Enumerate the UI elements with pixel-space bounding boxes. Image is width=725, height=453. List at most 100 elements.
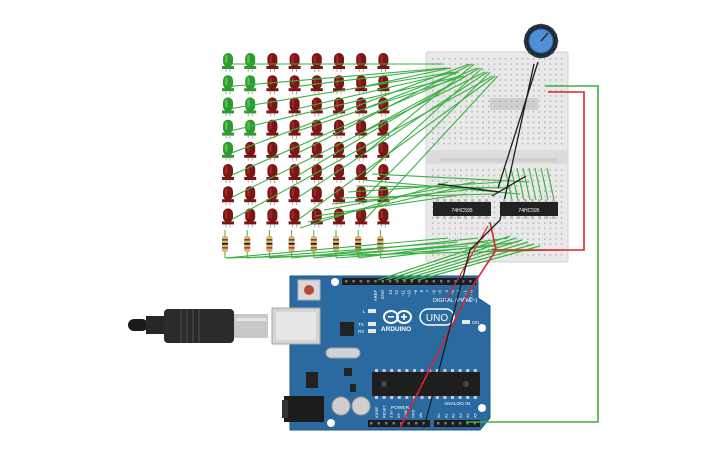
led[interactable] [310, 186, 323, 206]
led[interactable] [222, 119, 234, 139]
pin-label-gnd: GND [380, 290, 385, 299]
led[interactable] [288, 141, 301, 161]
led[interactable] [355, 208, 368, 228]
led[interactable] [244, 97, 257, 117]
led[interactable] [310, 141, 323, 161]
led[interactable] [244, 186, 257, 206]
digital-header[interactable] [342, 278, 476, 285]
digital-pin-label: 13 [388, 289, 393, 294]
resistor[interactable] [288, 230, 295, 258]
small-chip [344, 368, 352, 376]
analog-header[interactable] [434, 420, 480, 427]
led[interactable] [333, 53, 345, 72]
analog-pin-label: A4 [466, 413, 470, 418]
led[interactable] [222, 208, 234, 228]
resistor[interactable] [355, 230, 362, 258]
led[interactable] [288, 53, 301, 72]
led[interactable] [244, 208, 257, 228]
digital-pin-label: ~9 [413, 289, 418, 294]
led[interactable] [310, 119, 323, 139]
digital-pin-label: 7 [425, 289, 430, 292]
power-pin-label: Vin [419, 413, 423, 418]
potentiometer[interactable] [523, 23, 559, 59]
led[interactable] [266, 186, 279, 206]
led[interactable] [355, 164, 368, 183]
digital-pin-label: TX→1 [462, 289, 467, 302]
led[interactable] [288, 75, 301, 95]
led[interactable] [222, 75, 234, 95]
resistor[interactable] [244, 230, 251, 258]
digital-pin-label: ~5 [438, 289, 443, 294]
resistor[interactable] [266, 230, 273, 258]
arduino-logo [383, 310, 412, 324]
led-matrix [222, 53, 390, 228]
led[interactable] [355, 119, 368, 139]
board-name: ARDUINO [381, 326, 411, 333]
regulator-chip [306, 372, 318, 388]
led[interactable] [222, 164, 234, 183]
analog-pin-label: A1 [444, 413, 448, 418]
led[interactable] [244, 75, 257, 95]
led-rx [368, 329, 376, 333]
led[interactable] [266, 164, 279, 183]
led[interactable] [222, 141, 234, 161]
led[interactable] [333, 208, 345, 228]
wires-black [423, 61, 539, 429]
power-pin-label: 5V [397, 413, 401, 418]
led[interactable] [355, 53, 368, 72]
led-l-label: L [363, 309, 366, 314]
usb-cable[interactable] [128, 309, 268, 343]
digital-pin-label: ~10 [407, 289, 412, 297]
analog-pin-label: A2 [452, 413, 456, 418]
led[interactable] [244, 119, 257, 139]
led[interactable] [288, 97, 301, 117]
led[interactable] [222, 53, 234, 72]
led[interactable] [266, 53, 279, 72]
led[interactable] [377, 208, 390, 228]
led[interactable] [222, 97, 234, 117]
digital-pin-label: 8 [419, 289, 424, 292]
analog-pin-label: A5 [474, 413, 478, 418]
led[interactable] [266, 75, 279, 95]
power-pin-label: RESET [382, 405, 386, 418]
mount-hole [478, 404, 486, 412]
led[interactable] [377, 164, 390, 183]
power-pin-label: 3.3V [390, 410, 394, 418]
led[interactable] [333, 186, 345, 206]
led-tx [368, 322, 376, 326]
led[interactable] [310, 53, 323, 72]
led[interactable] [333, 119, 345, 139]
power-pin-label: GND [412, 409, 416, 418]
led[interactable] [266, 208, 279, 228]
led[interactable] [288, 164, 301, 183]
resistor[interactable] [222, 230, 228, 258]
chip-label: 74HC595 [451, 208, 472, 214]
led[interactable] [288, 208, 301, 228]
shift-register-2[interactable]: 74HC595 [500, 199, 558, 219]
led[interactable] [333, 97, 345, 117]
pin-label-aref: AREF [373, 290, 378, 302]
breadboard[interactable] [425, 51, 569, 263]
crystal-oscillator [325, 347, 361, 359]
digital-pin-label: ~3 [450, 289, 455, 294]
digital-pin-label: ~6 [431, 289, 436, 294]
led[interactable] [288, 186, 301, 206]
led[interactable] [244, 164, 257, 183]
capacitor [331, 396, 351, 416]
led[interactable] [310, 97, 323, 117]
power-header[interactable] [368, 420, 430, 427]
led[interactable] [244, 53, 257, 72]
led[interactable] [266, 119, 279, 139]
shift-register-1[interactable]: 74HC595 [433, 199, 491, 219]
resistor[interactable] [310, 230, 317, 258]
analog-header-label: ANALOG IN [444, 401, 471, 407]
led[interactable] [266, 141, 279, 161]
led[interactable] [377, 53, 390, 72]
usb-controller-chip [340, 322, 354, 336]
chip-label: 74HC595 [518, 208, 539, 214]
led[interactable] [222, 186, 234, 206]
led[interactable] [266, 97, 279, 117]
dc-power-jack[interactable] [284, 396, 324, 422]
